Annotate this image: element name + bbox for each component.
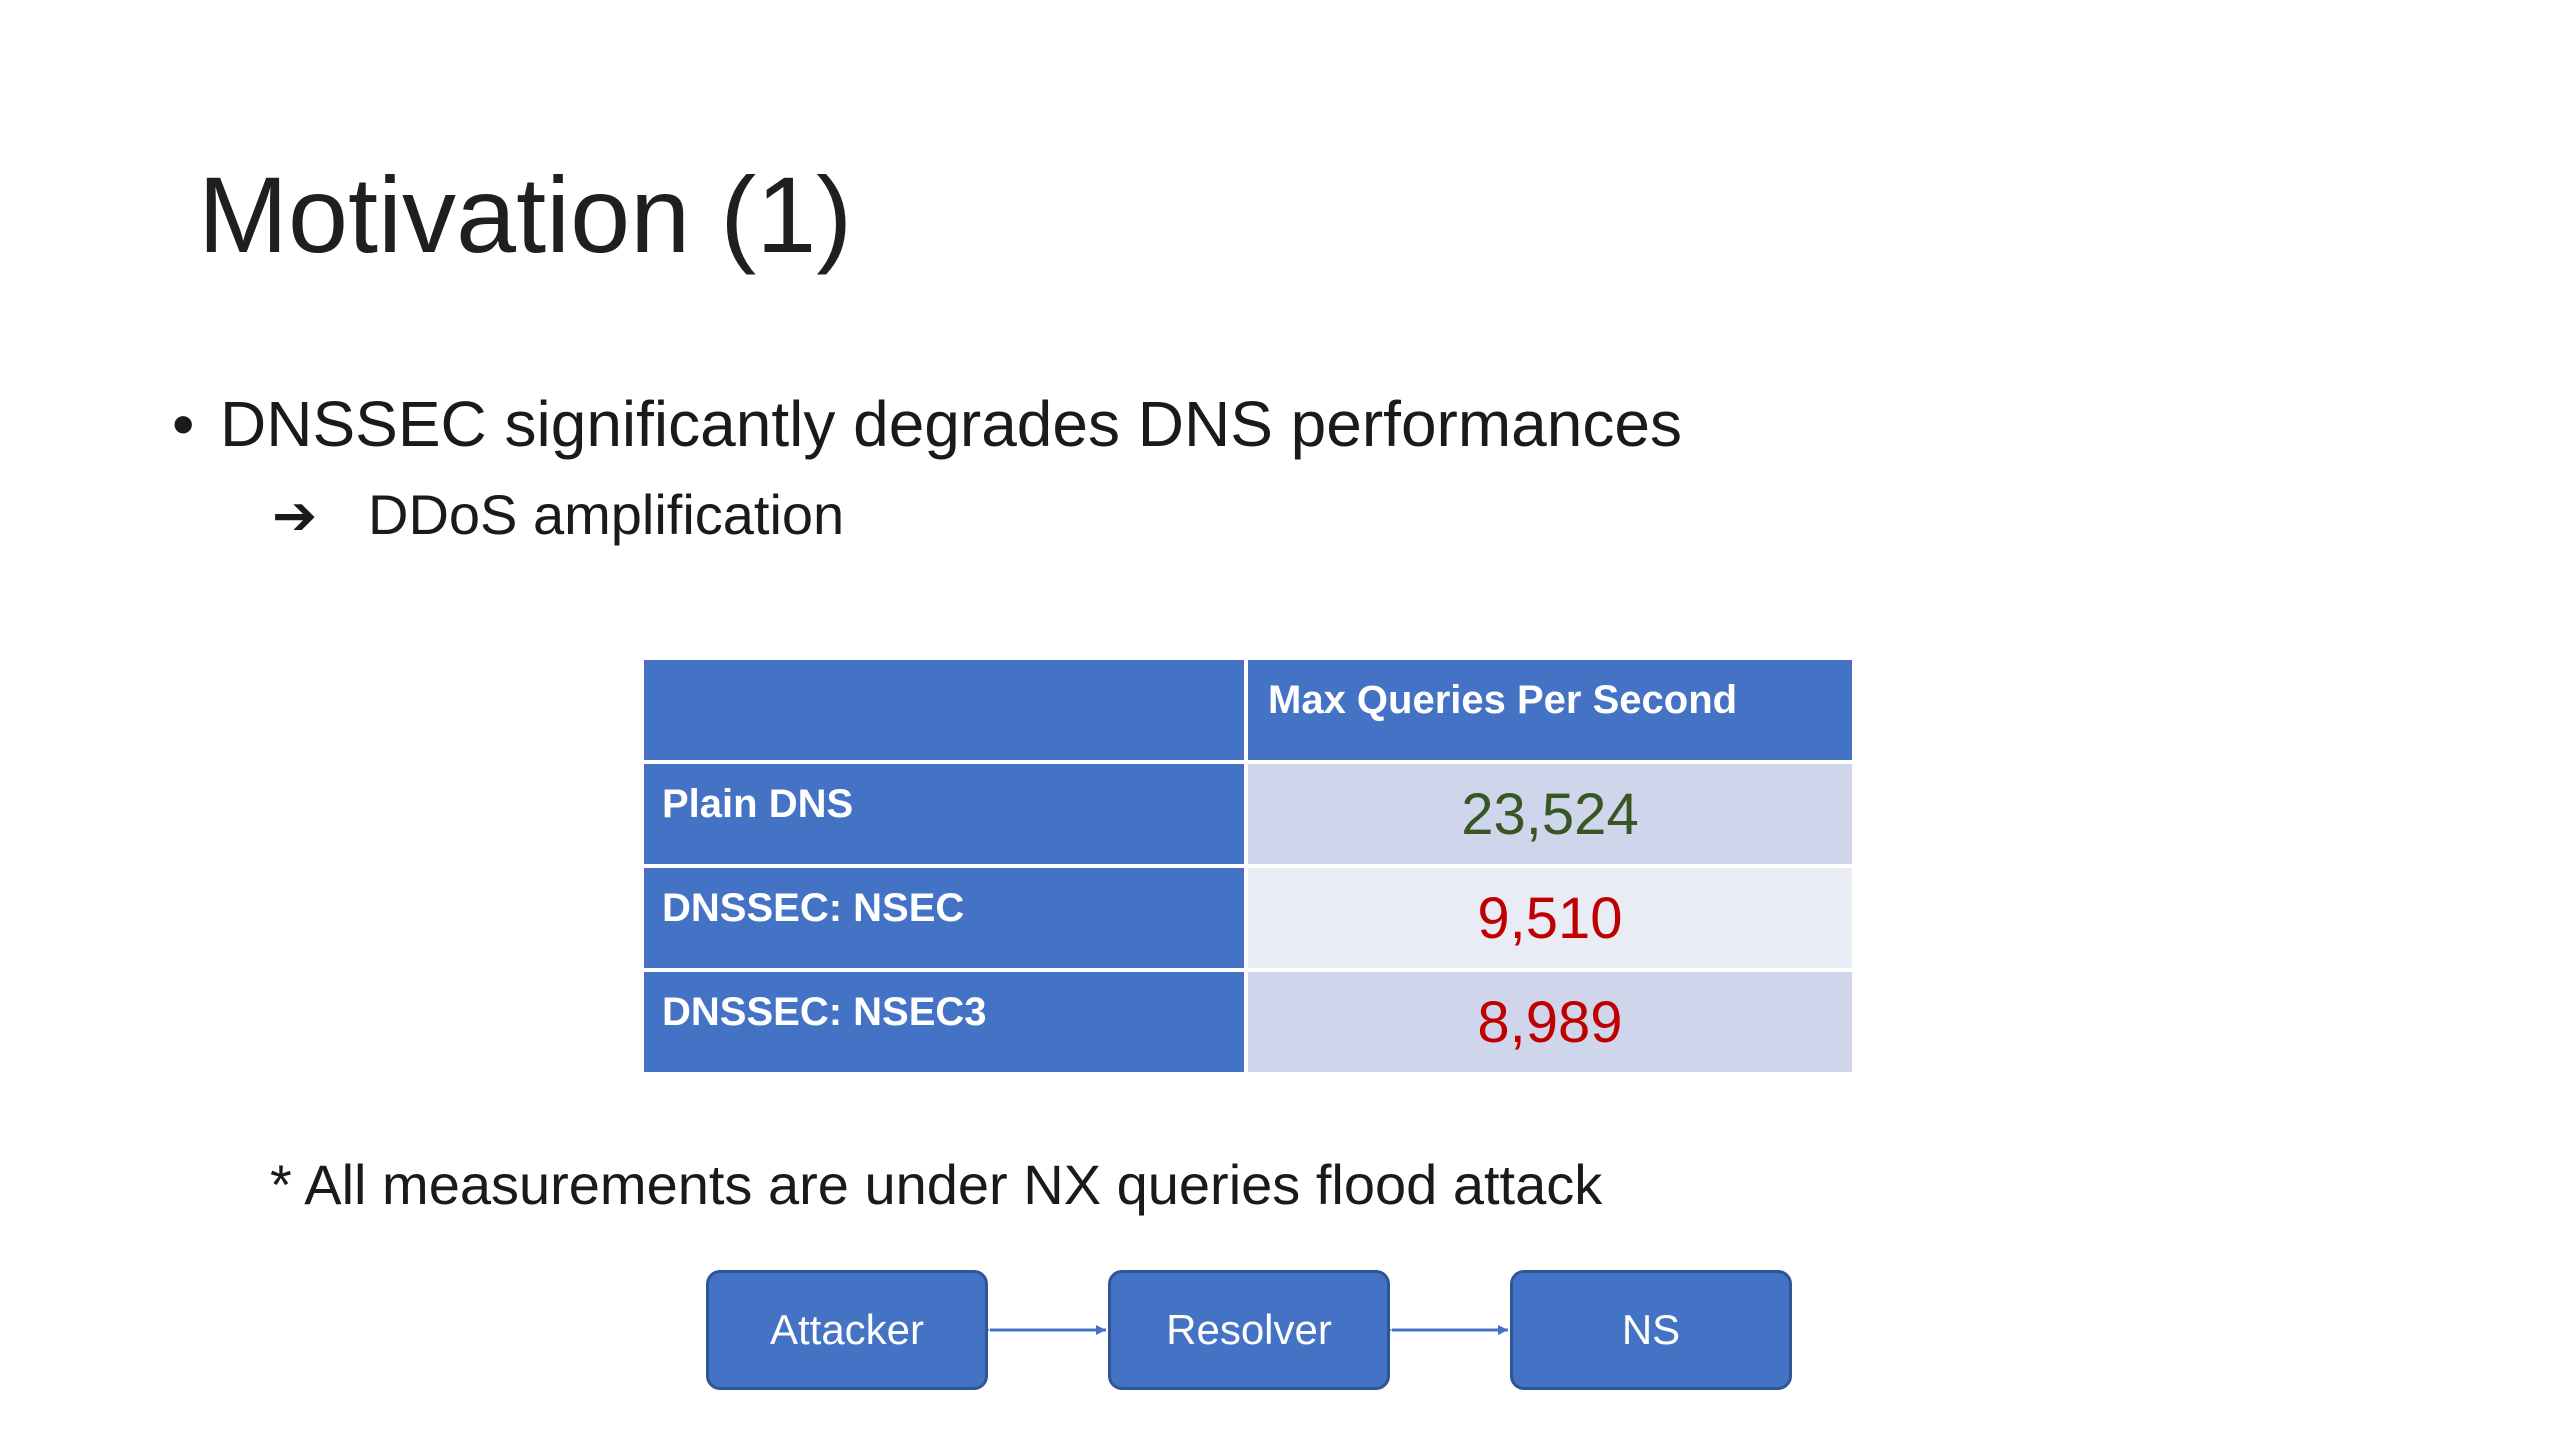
row-value-dnssec-nsec: 9,510: [1244, 864, 1856, 972]
table-header-empty: [640, 656, 1248, 764]
table-row: Plain DNS 23,524: [640, 760, 1856, 868]
row-label-plain-dns: Plain DNS: [640, 760, 1248, 868]
bullet-dot-icon: •: [172, 388, 195, 460]
table-header-row: Max Queries Per Second: [640, 656, 1856, 764]
table-header-max-qps: Max Queries Per Second: [1244, 656, 1856, 764]
node-attacker: Attacker: [706, 1270, 988, 1390]
qps-table: Max Queries Per Second Plain DNS 23,524 …: [640, 656, 1856, 1076]
node-ns: NS: [1510, 1270, 1792, 1390]
sub-bullet-point: ➔ DDoS amplification: [272, 480, 844, 551]
row-label-dnssec-nsec: DNSSEC: NSEC: [640, 864, 1248, 972]
bullet-point: • DNSSEC significantly degrades DNS perfo…: [172, 384, 1682, 464]
bullet-text: DNSSEC significantly degrades DNS perfor…: [220, 388, 1682, 460]
row-label-dnssec-nsec3: DNSSEC: NSEC3: [640, 968, 1248, 1076]
sub-bullet-text: DDoS amplification: [368, 483, 845, 546]
row-value-dnssec-nsec3: 8,989: [1244, 968, 1856, 1076]
row-value-plain-dns: 23,524: [1244, 760, 1856, 868]
node-resolver: Resolver: [1108, 1270, 1390, 1390]
table-row: DNSSEC: NSEC 9,510: [640, 864, 1856, 972]
slide-title: Motivation (1): [198, 154, 853, 275]
table-row: DNSSEC: NSEC3 8,989: [640, 968, 1856, 1076]
arrow-right-icon: ➔: [272, 486, 318, 546]
footnote: * All measurements are under NX queries …: [270, 1153, 1603, 1216]
